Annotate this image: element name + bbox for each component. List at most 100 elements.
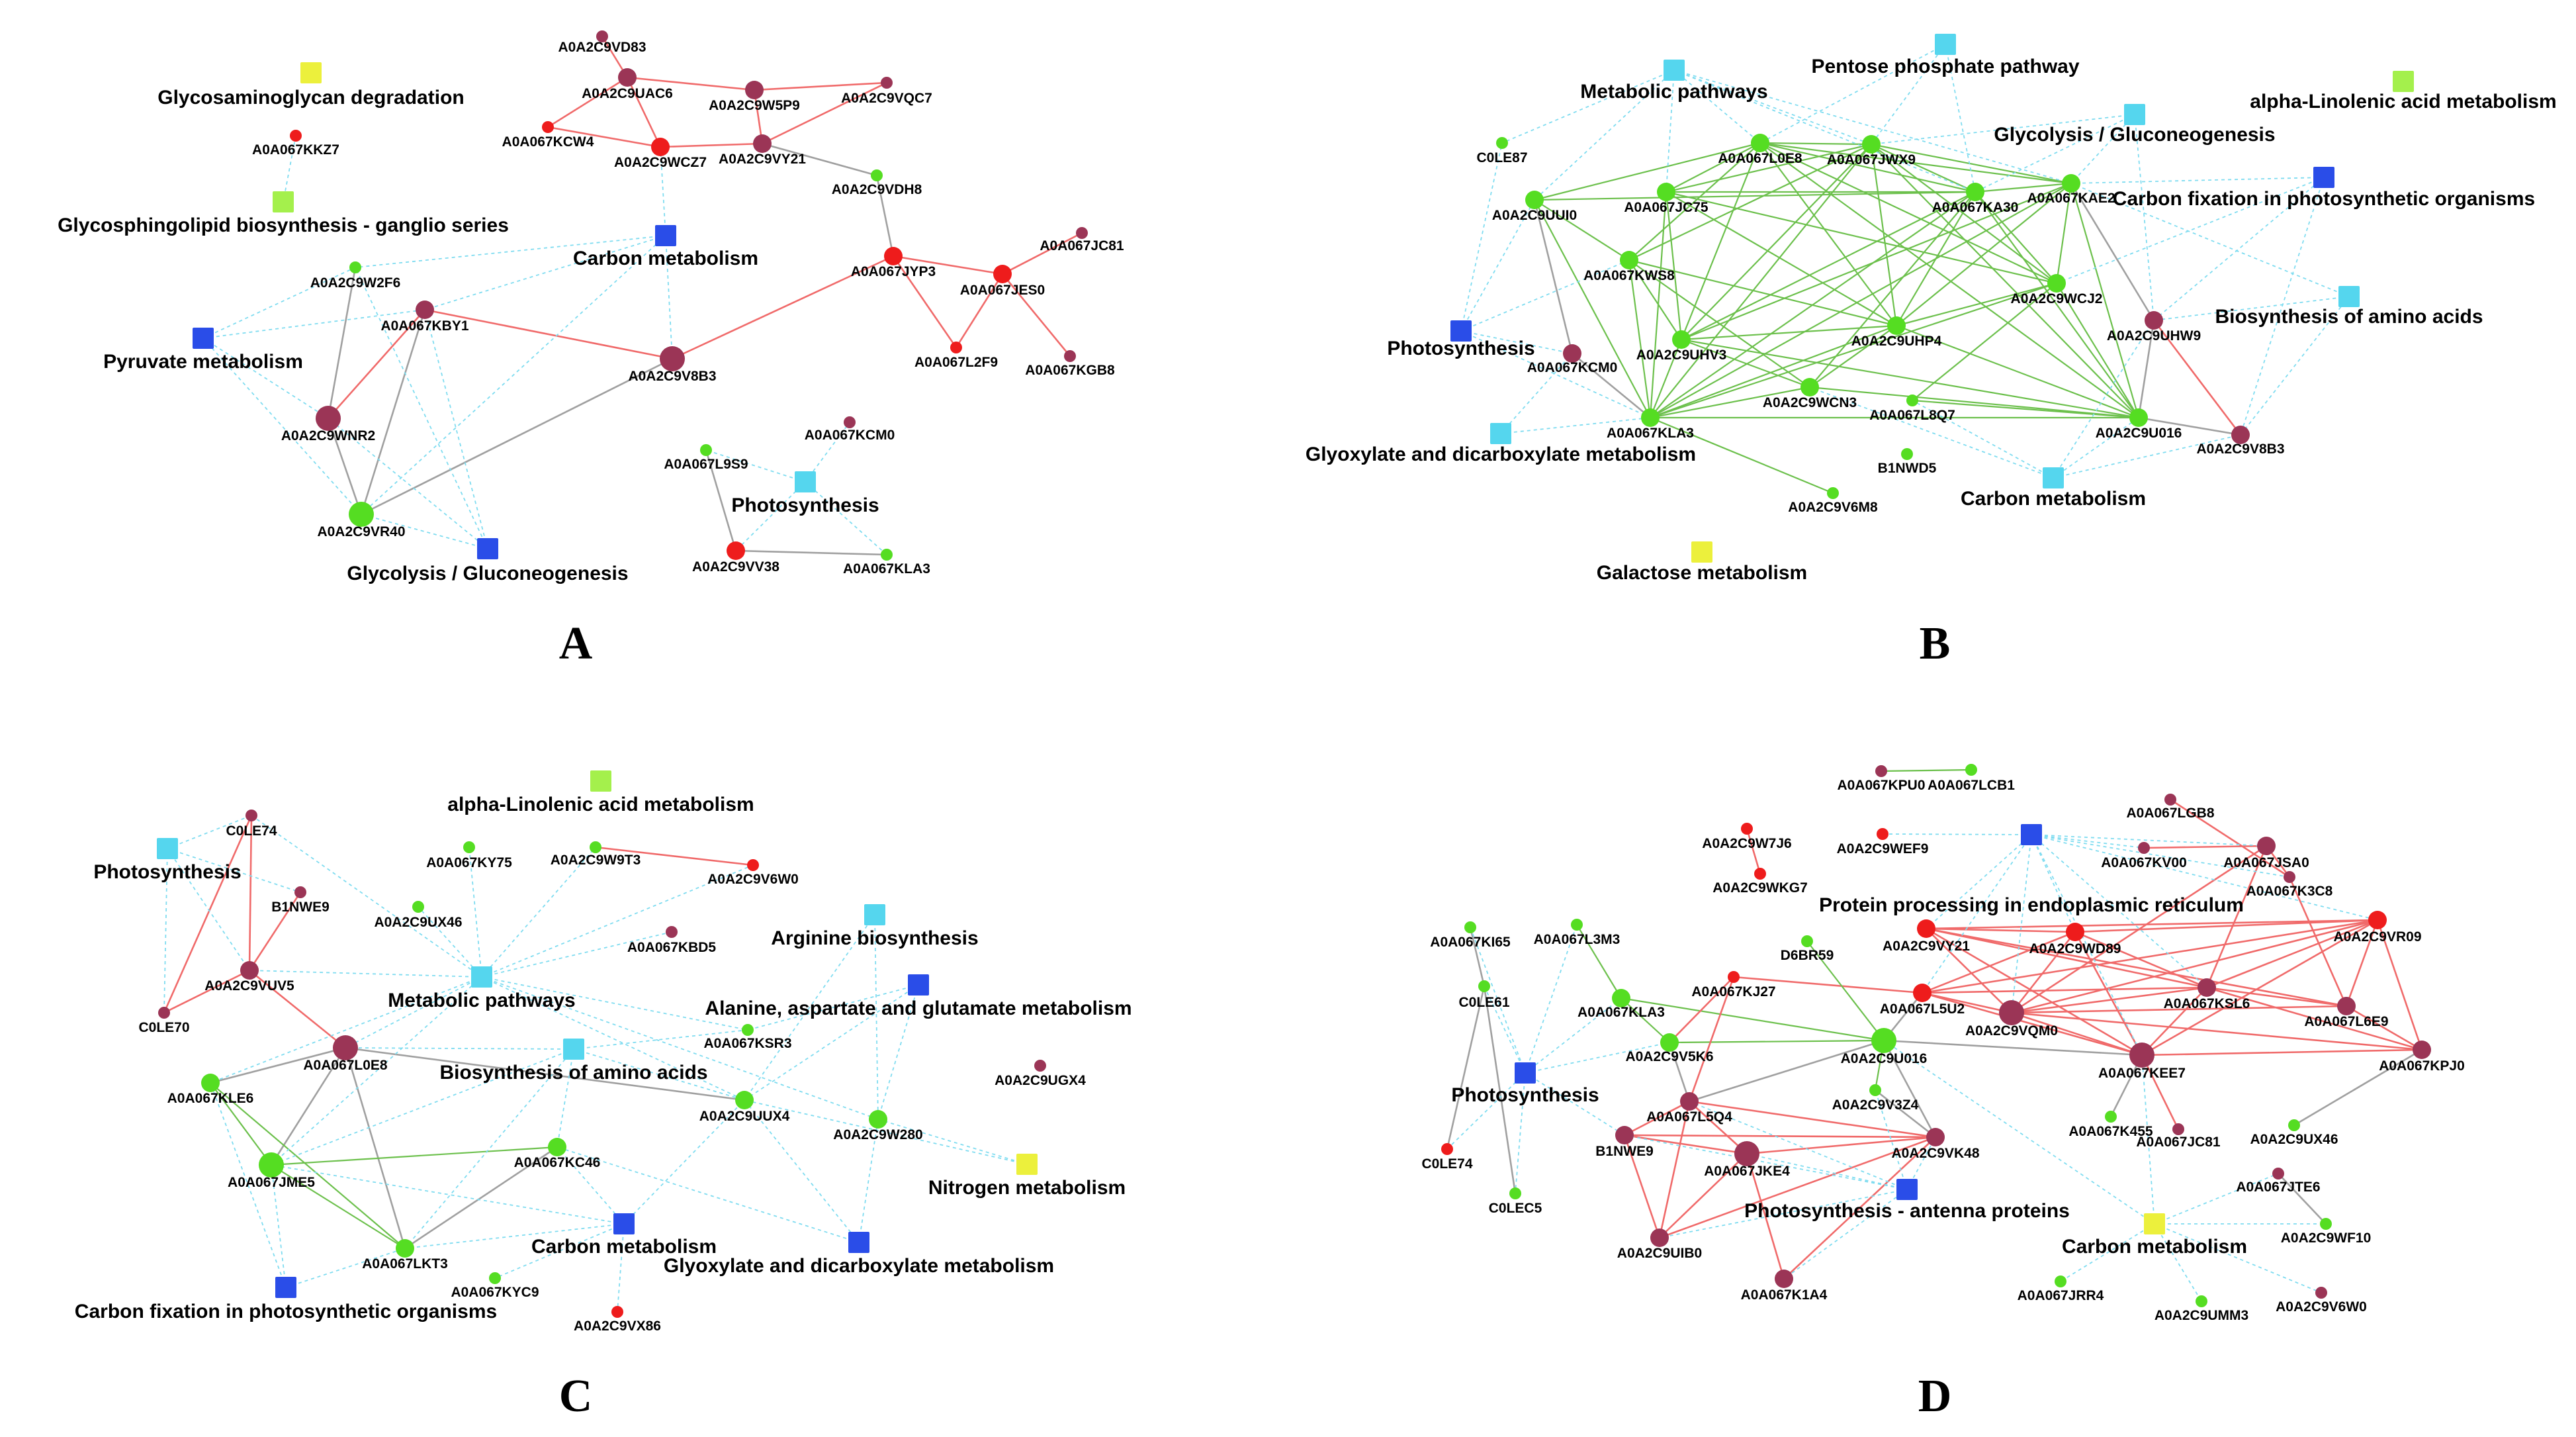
panel-a-gene-label-a0a2c9vv38: A0A2C9VV38 [692, 559, 779, 575]
panel-d-gene-label-a0a2c9v6w0: A0A2C9V6W0 [2276, 1299, 2367, 1315]
panel-c-pathway-label-c-p-metabolic: Metabolic pathways [388, 990, 575, 1011]
panel-c-gene-label-a0a067kyc9: A0A067KYC9 [451, 1285, 539, 1300]
panel-c-gene-label-a0a067kbd5: A0A067KBD5 [627, 940, 717, 955]
panel-d-edges [1446, 768, 2423, 1302]
panel-d-gene-node-a0a067l5q4 [1680, 1092, 1699, 1111]
panel-d-gene-node-b1nwe9 [1615, 1126, 1634, 1144]
panel-b-gene-label-a0a067jwx9: A0A067JWX9 [1827, 152, 1916, 167]
panel-d-edge-gray [1689, 1039, 1885, 1103]
panel-d-edge-red [2143, 845, 2267, 849]
panel-letter-b: B [1920, 618, 1951, 669]
panel-c-gene-label-a0a067ky75: A0A067KY75 [426, 855, 512, 870]
panel-d-edge-gray [2278, 1173, 2327, 1225]
panel-d-edge-red [1746, 828, 1761, 874]
panel-a-edge-dotted [361, 514, 488, 549]
panel-d-gene-label-a0a067k3c8: A0A067K3C8 [2246, 884, 2333, 899]
panel-c-gene-node-a0a067l0e8 [333, 1035, 358, 1060]
panel-d-edge-gray [1483, 986, 1517, 1194]
panel-d-gene-label-a0a067kpj0: A0A067KPJ0 [2379, 1058, 2465, 1074]
panel-d-edge-red [1689, 1100, 1936, 1138]
panel-b-pathway-label-b-p-cfix: Carbon fixation in photosynthetic organi… [2113, 188, 2535, 210]
panel-b-gene-label-a0a067kae2: A0A067KAE2 [2027, 191, 2115, 206]
panel-c-edge-dotted [623, 1099, 745, 1225]
panel-d-gene-node-a0a2c9uib0 [1650, 1228, 1669, 1247]
panel-d-gene-label-a0a2c9wd89: A0A2C9WD89 [2029, 941, 2121, 956]
panel-b-gene-label-a0a067kws8: A0A067KWS8 [1583, 268, 1675, 283]
panel-c-edge-green [210, 1082, 272, 1166]
panel-c-edge-dotted [167, 848, 250, 971]
panel-a-edge-red [424, 308, 673, 360]
panel-a-gene-node-a0a067jyp3 [884, 247, 903, 265]
panel-b-gene-node-a0a2c9v6m8 [1827, 487, 1839, 499]
panel-d-edge-dotted [1883, 1040, 2155, 1225]
panel-a-gene-node-a0a2c9vr40 [349, 502, 374, 527]
panel-letter-d: D [1918, 1371, 1952, 1422]
panel-d-edge-red [2206, 986, 2347, 1007]
panel-d-edge-red [2010, 931, 2076, 1013]
panel-b-edge-green [1896, 183, 2072, 326]
panel-a-gene-node-a0a067kkz7 [290, 130, 302, 142]
panel-d-gene-node-a0a2c9vr09 [2368, 911, 2387, 929]
panel-a-pathway-label-a-p-glycosphingolipid: Glycosphingolipid biosynthesis - ganglio… [58, 214, 509, 236]
panel-a-pathway-node-a-p-glycolysis [477, 538, 498, 559]
panel-a-gene-label-a0a067jyp3: A0A067JYP3 [851, 264, 936, 279]
panel-b-gene-label-a0a067l8q7: A0A067L8Q7 [1869, 408, 1955, 423]
panel-a-gene-label-a0a2c9v8b3: A0A2C9V8B3 [628, 369, 716, 384]
panel-d-edge-red [2011, 1011, 2422, 1051]
panel-c-edge-dotted [744, 1099, 1028, 1165]
panel-d-gene-node-a0a067kla3 [1612, 989, 1630, 1007]
panel-d-gene-label-a0a067k455: A0A067K455 [2068, 1124, 2153, 1139]
panel-b-edge-dotted [1534, 70, 1675, 201]
panel-c-gene-label-a0a2c9w9t3: A0A2C9W9T3 [551, 853, 641, 868]
panel-b-gene-node-a0a067jc75 [1657, 183, 1675, 201]
panel-d-edge-green [1881, 768, 1972, 772]
panel-d-edge-red [1623, 1135, 1661, 1238]
panel-b-edge-green [1759, 142, 1976, 193]
panel-d-edge-dotted [2031, 834, 2143, 1056]
panel-b-edge-green [2070, 183, 2140, 418]
panel-d-edge-red [2346, 1005, 2422, 1051]
panel-d-gene-label-a0a067ksl6: A0A067KSL6 [2164, 996, 2250, 1011]
panel-d-edge-red [1658, 1101, 1691, 1238]
panel-d-edge-red [2011, 919, 2378, 1014]
panel-d-edge-dotted [2154, 1173, 2279, 1225]
panel-b-pathway-node-b-p-metabolic [1664, 60, 1685, 81]
panel-b-edge-dotted [2240, 296, 2350, 436]
panel-b-edge-dotted [2134, 114, 2154, 321]
panel-d-edge-gray [1883, 1039, 2143, 1056]
panel-b-gene-label-a0a2c9uui0: A0A2C9UUI0 [1492, 208, 1577, 223]
panel-a-edge-red [547, 126, 661, 148]
panel-a-pathway-node-a-p-carbon [655, 225, 676, 246]
panel-d-gene-node-a0a2c9vk48 [1926, 1128, 1945, 1146]
panel-a-gene-label-a0a067kcw4: A0A067KCW4 [502, 134, 594, 150]
panel-c-edge-dotted [858, 1119, 879, 1243]
panel-a-pathway-node-a-p-photosynthesis [795, 471, 816, 492]
panel-b-gene-node-a0a067l8q7 [1906, 394, 1918, 406]
panel-b-edge-green [1871, 144, 2057, 284]
panel-d-gene-label-a0a2c9w7j6: A0A2C9W7J6 [1702, 836, 1791, 851]
panel-a-gene-node-a0a2c9vd83 [596, 30, 608, 42]
panel-b-edge-green [1759, 142, 2057, 284]
panel-a-gene-node-a0a067kcm0 [844, 416, 856, 428]
panel-a-gene-label-a0a2c9w2f6: A0A2C9W2F6 [310, 275, 401, 291]
panel-d-edge-red [1926, 927, 2207, 989]
panel-a-pathway-label-a-p-carbon: Carbon metabolism [573, 248, 758, 269]
panel-b-pathway-node-b-p-photosynthesis [1450, 320, 1472, 342]
panel-b-gene-label-a0a2c9uhw9: A0A2C9UHW9 [2107, 328, 2201, 344]
panel-c-edge-dotted [468, 847, 482, 978]
panel-b-gene-label-c0le87: C0LE87 [1476, 150, 1527, 165]
panel-d-edge-gray [1446, 986, 1486, 1150]
panel-d-edge-gray [2293, 1048, 2422, 1127]
panel-d-edge-red [2345, 919, 2379, 1007]
panel-a-edge-red [672, 255, 894, 360]
panel-c-gene-label-a0a2c9vuv5: A0A2C9VUV5 [204, 978, 294, 994]
panel-d-gene-node-a0a067kpu0 [1875, 765, 1887, 777]
panel-b-edge-dotted [1666, 70, 1675, 193]
panel-c-gene-label-a0a2c9v6w0: A0A2C9V6W0 [707, 872, 799, 887]
panel-d-edge-red [1688, 976, 1735, 1102]
panel-c-pathway-node-c-p-arginine [864, 904, 885, 925]
panel-a-gene-label-a0a2c9vdh8: A0A2C9VDH8 [832, 182, 922, 197]
panel-b-edge-green [1896, 282, 2057, 327]
